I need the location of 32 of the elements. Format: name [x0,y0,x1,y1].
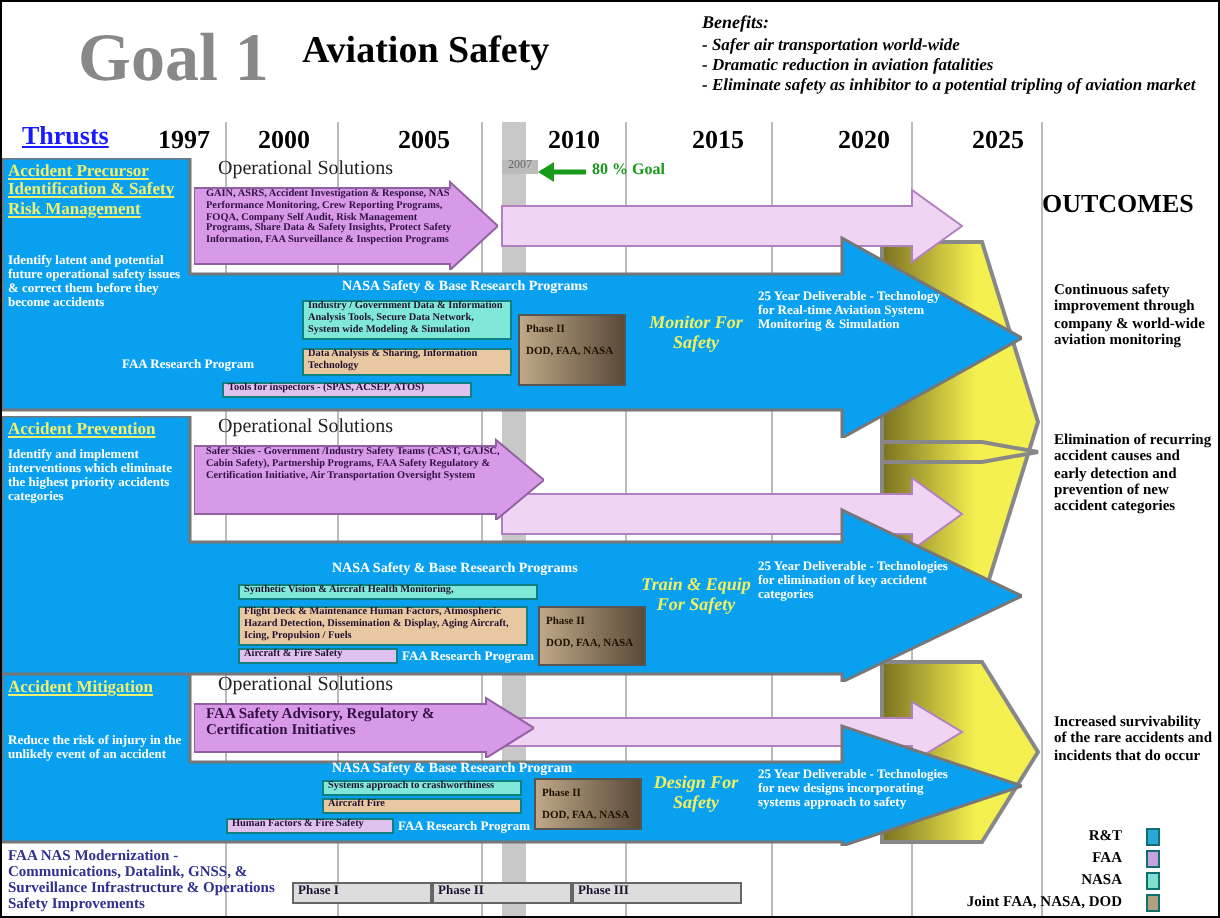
deliverable-title: Train & Equip For Safety [639,576,753,616]
year-label: 2010 [548,126,602,155]
thrust-arrow [2,674,1022,846]
year-label: 2000 [258,126,312,155]
thrust-heading: Accident Mitigation [8,678,155,697]
phase-box [534,778,642,830]
thrust-heading: Accident Precursor Identification & Safety Risk Management [8,162,177,219]
phase-box [538,606,646,666]
section-heading: Operational Solutions [218,158,393,180]
year-label: 2025 [972,126,1026,155]
benefit-item: - Eliminate safety as inhibitor to a potential tripling of aviation market [702,76,1198,95]
benefit-item: - Safer air transportation world-wide [702,36,962,55]
goal-label: 80 % Goal [592,162,667,180]
column-heading: Thrusts [22,122,111,151]
operational-solutions-arrow [194,674,534,758]
deliverable-title: Monitor For Safety [647,314,745,354]
section-heading: Operational Solutions [218,416,393,438]
year-label: 2015 [692,126,746,155]
section-heading: Operational Solutions [218,674,393,696]
thrust-arrow [2,158,1022,438]
operational-solutions-arrow [194,416,544,520]
benefit-item: - Dramatic reduction in aviation fatalities [702,56,996,75]
deliverable-title: Design For Safety [651,774,741,814]
year-label: 2005 [398,126,452,155]
operational-solutions-arrow [194,158,498,270]
year-label: 1997 [158,126,212,155]
phase-box [518,314,626,386]
outcomes-heading: OUTCOMES [1042,190,1196,219]
benefits-heading: Benefits: [702,14,771,34]
year-label: 2020 [838,126,892,155]
diagram-title: Aviation Safety [302,30,552,74]
thrust-heading: Accident Prevention [8,420,158,439]
